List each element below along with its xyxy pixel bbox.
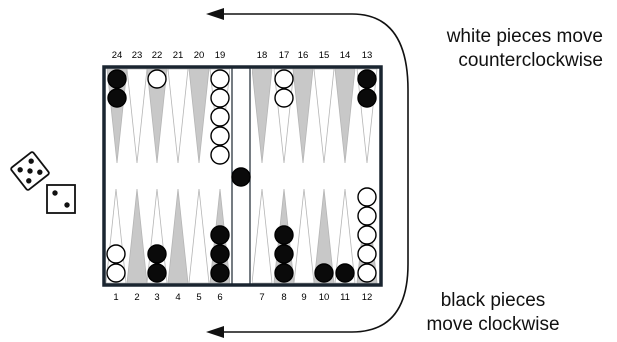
top-point-numbers: 24 23 22 21 20 19 18 17 16 15 14 13: [112, 50, 373, 61]
black-checker: [335, 263, 355, 283]
point-number-6: 6: [217, 292, 222, 303]
backgammon-board: [102, 65, 383, 287]
point-number-18: 18: [257, 50, 268, 61]
point-number-20: 20: [194, 50, 205, 61]
point-number-15: 15: [319, 50, 330, 61]
arrow-head-top-icon: [206, 8, 224, 20]
white-checker: [147, 69, 167, 89]
black-checker: [314, 263, 334, 283]
black-checker: [210, 263, 230, 283]
direction-annotations: white pieces move counterclockwise black…: [426, 26, 603, 335]
point-4: [167, 188, 189, 284]
point-number-19: 19: [215, 50, 226, 61]
white-checker: [274, 88, 294, 108]
point-21: [167, 68, 189, 164]
point-7: [251, 188, 273, 284]
white-direction-line1: white pieces move: [446, 26, 603, 47]
point-number-8: 8: [281, 292, 286, 303]
black-checker: [357, 69, 377, 89]
black-checker: [210, 225, 230, 245]
black-direction-line2: move clockwise: [426, 314, 559, 335]
dice-group: [10, 151, 76, 214]
point-number-1: 1: [113, 292, 118, 303]
arrow-head-bottom-icon: [206, 326, 224, 338]
point-number-22: 22: [152, 50, 163, 61]
point-number-11: 11: [340, 292, 350, 303]
black-checker: [274, 225, 294, 245]
white-checker: [210, 107, 230, 127]
point-number-24: 24: [112, 50, 123, 61]
checkers-layer: [106, 69, 377, 283]
white-checker: [210, 126, 230, 146]
point-15: [313, 68, 335, 164]
black-checker: [210, 244, 230, 264]
arrow-curve: [222, 13, 409, 333]
black-checker: [107, 88, 127, 108]
point-number-3: 3: [154, 292, 159, 303]
point-number-10: 10: [319, 292, 330, 303]
black-direction-line1: black pieces: [441, 290, 546, 311]
white-checker: [357, 244, 377, 264]
point-20: [188, 68, 210, 164]
white-checker: [210, 88, 230, 108]
point-number-21: 21: [173, 50, 184, 61]
point-number-12: 12: [362, 292, 373, 303]
die-two-icon: [46, 184, 76, 214]
black-checker: [357, 88, 377, 108]
white-direction-line2: counterclockwise: [458, 50, 603, 71]
point-11: [334, 188, 356, 284]
point-number-7: 7: [259, 292, 264, 303]
white-checker: [274, 69, 294, 89]
point-number-5: 5: [196, 292, 201, 303]
point-18: [251, 68, 273, 164]
white-checker: [106, 244, 126, 264]
point-22: [146, 68, 168, 164]
point-9: [293, 188, 315, 284]
black-checker: [147, 244, 167, 264]
point-2: [126, 188, 148, 284]
bottom-point-numbers: 1 2 3 4 5 6 7 8 9 10 11 12: [113, 292, 372, 303]
point-number-2: 2: [134, 292, 139, 303]
point-number-9: 9: [301, 292, 306, 303]
black-checker: [107, 69, 127, 89]
black-checker-bar: [231, 167, 251, 187]
point-number-4: 4: [175, 292, 180, 303]
movement-arrow: [206, 8, 409, 338]
black-checker: [274, 244, 294, 264]
point-5: [188, 188, 210, 284]
point-number-23: 23: [132, 50, 143, 61]
white-checker: [357, 187, 377, 207]
white-checker: [106, 263, 126, 283]
point-number-16: 16: [298, 50, 309, 61]
white-checker: [357, 225, 377, 245]
point-23: [126, 68, 148, 164]
white-checker: [210, 145, 230, 165]
die-one-icon: [10, 151, 50, 191]
point-number-13: 13: [362, 50, 373, 61]
white-checker: [357, 263, 377, 283]
board-frame: [102, 65, 383, 287]
point-10: [313, 188, 335, 284]
black-checker: [274, 263, 294, 283]
white-checker: [210, 69, 230, 89]
point-number-14: 14: [340, 50, 351, 61]
point-number-17: 17: [279, 50, 290, 61]
black-checker: [147, 263, 167, 283]
point-16: [292, 68, 314, 164]
point-14: [334, 68, 356, 164]
white-checker: [357, 206, 377, 226]
